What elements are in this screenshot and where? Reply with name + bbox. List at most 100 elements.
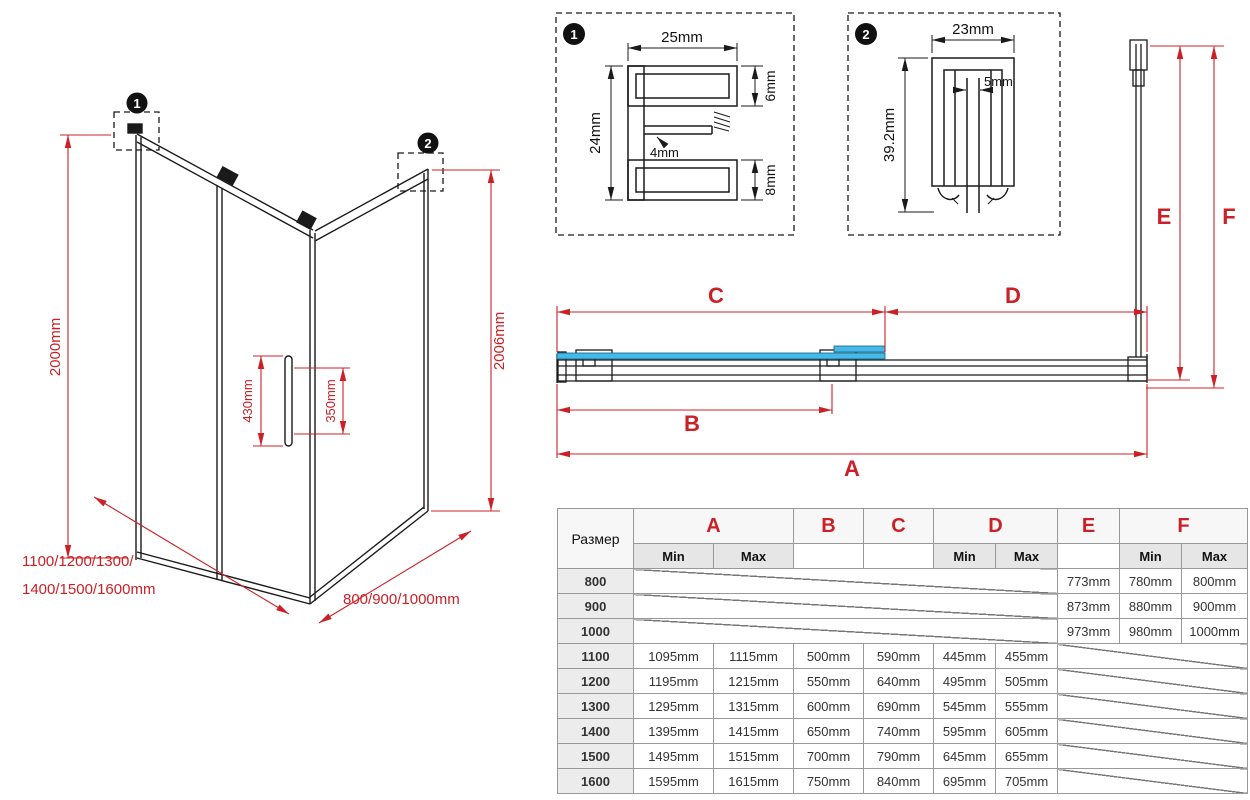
detail-1-profile [627,65,738,201]
value-cell: 445mm [933,643,997,669]
dim-handle-overall-label: 430mm [240,379,255,422]
value-cell: 840mm [863,768,935,794]
empty-crossed-cells [1057,718,1249,744]
detail-2-badge [855,23,877,45]
subheader-a-max: Max [712,543,795,569]
empty-crossed-cells [632,618,1059,644]
value-cell: 605mm [995,718,1059,744]
value-cell: 1195mm [633,668,714,694]
iso-dimension-lines [60,134,500,624]
detail-1-bottom-label: 8mm [762,164,778,195]
section-label-a: A [844,456,860,481]
table-header-row: Размер A B C D E F [557,508,1249,569]
value-cell: 590mm [863,643,935,669]
value-cell: 873mm [1057,593,1121,619]
value-cell: 1095mm [633,643,714,669]
column-header-b: B [793,508,865,544]
dim-width-options-line1: 1100/1200/1300/ [22,553,134,570]
value-cell: 973mm [1057,618,1121,644]
value-cell: 1615mm [712,768,795,794]
section-label-d: D [1005,283,1021,308]
empty-crossed-cells [632,568,1059,594]
empty-crossed-cells [1057,743,1249,769]
empty-crossed-cells [1057,768,1249,794]
value-cell: 505mm [995,668,1059,694]
dim-depth-options-label: 800/900/1000mm [343,591,460,608]
subheader-blank-b [793,543,865,569]
roller-block [216,165,239,186]
value-cell: 705mm [995,768,1059,794]
section-label-c: C [708,283,724,308]
value-cell: 773mm [1057,568,1121,594]
value-cell: 655mm [995,743,1059,769]
clamp-left [937,187,960,201]
value-cell: 900mm [1181,593,1249,619]
row-size-label: 900 [557,593,634,619]
brush-seal [713,111,731,132]
corner-junction [1127,356,1148,382]
dimensions-table: Размер A B C D E F Min Max Min Max Min M… [557,508,1249,794]
empty-crossed-cells [1057,693,1249,719]
row-size-label: 1600 [557,768,634,794]
shower-isometric-view [127,123,429,605]
size-column-header: Размер [557,508,634,569]
value-cell: 740mm [863,718,935,744]
value-cell: 550mm [793,668,865,694]
column-header-a: A [632,508,795,544]
dim-width-options-line2: 1400/1500/1600mm [22,581,155,598]
value-cell: 1000mm [1181,618,1249,644]
detail-2-width-label: 23mm [952,21,994,38]
callout-1-label: 1 [133,96,140,111]
value-cell: 880mm [1119,593,1183,619]
row-size-label: 1000 [557,618,634,644]
empty-crossed-cells [1057,668,1249,694]
detail-2: 2 23mm 39.2mm 5mm [847,12,1061,236]
detail-1-slot-label: 4mm [650,145,679,160]
empty-crossed-cells [1057,643,1249,669]
section-label-e: E [1157,204,1172,229]
value-cell: 500mm [793,643,865,669]
value-cell: 780mm [1119,568,1183,594]
detail-1-dimension-lines [605,43,763,201]
callout-2: 2 [397,132,444,192]
detail-2-glass-label: 5mm [984,74,1013,89]
clamp-right [986,187,1009,201]
value-cell: 1315mm [712,693,795,719]
detail-1-height-label: 24mm [587,112,604,154]
dim-handle-holes-label: 350mm [323,379,338,422]
detail-1-width-label: 25mm [661,29,703,46]
value-cell: 1215mm [712,668,795,694]
column-header-d: D [933,508,1059,544]
value-cell: 690mm [863,693,935,719]
value-cell: 645mm [933,743,997,769]
corner-bracket [296,210,317,231]
detail-2-dimension-lines [898,35,1015,213]
dim-left-height-label: 2000mm [47,318,64,376]
dim-right-height-label: 2006mm [491,312,508,370]
wall-bracket [127,123,143,134]
value-cell: 650mm [793,718,865,744]
subheader-blank-e [1057,543,1121,569]
detail-1-badge [563,23,585,45]
row-size-label: 1400 [557,718,634,744]
value-cell: 595mm [933,718,997,744]
subheader-a-min: Min [633,543,714,569]
value-cell: 545mm [933,693,997,719]
detail-1-callout-label: 1 [570,27,577,42]
detail-1: 1 25mm 24mm 4m [555,12,795,236]
table-subheader-row: Min Max Min Max Min Max [558,543,1249,569]
section-dimension-lines [556,45,1224,458]
wall-profile-section [1129,39,1148,71]
value-cell: 695mm [933,768,997,794]
value-cell: 1395mm [633,718,714,744]
callout-1: 1 [113,92,160,151]
subheader-blank-c [863,543,935,569]
